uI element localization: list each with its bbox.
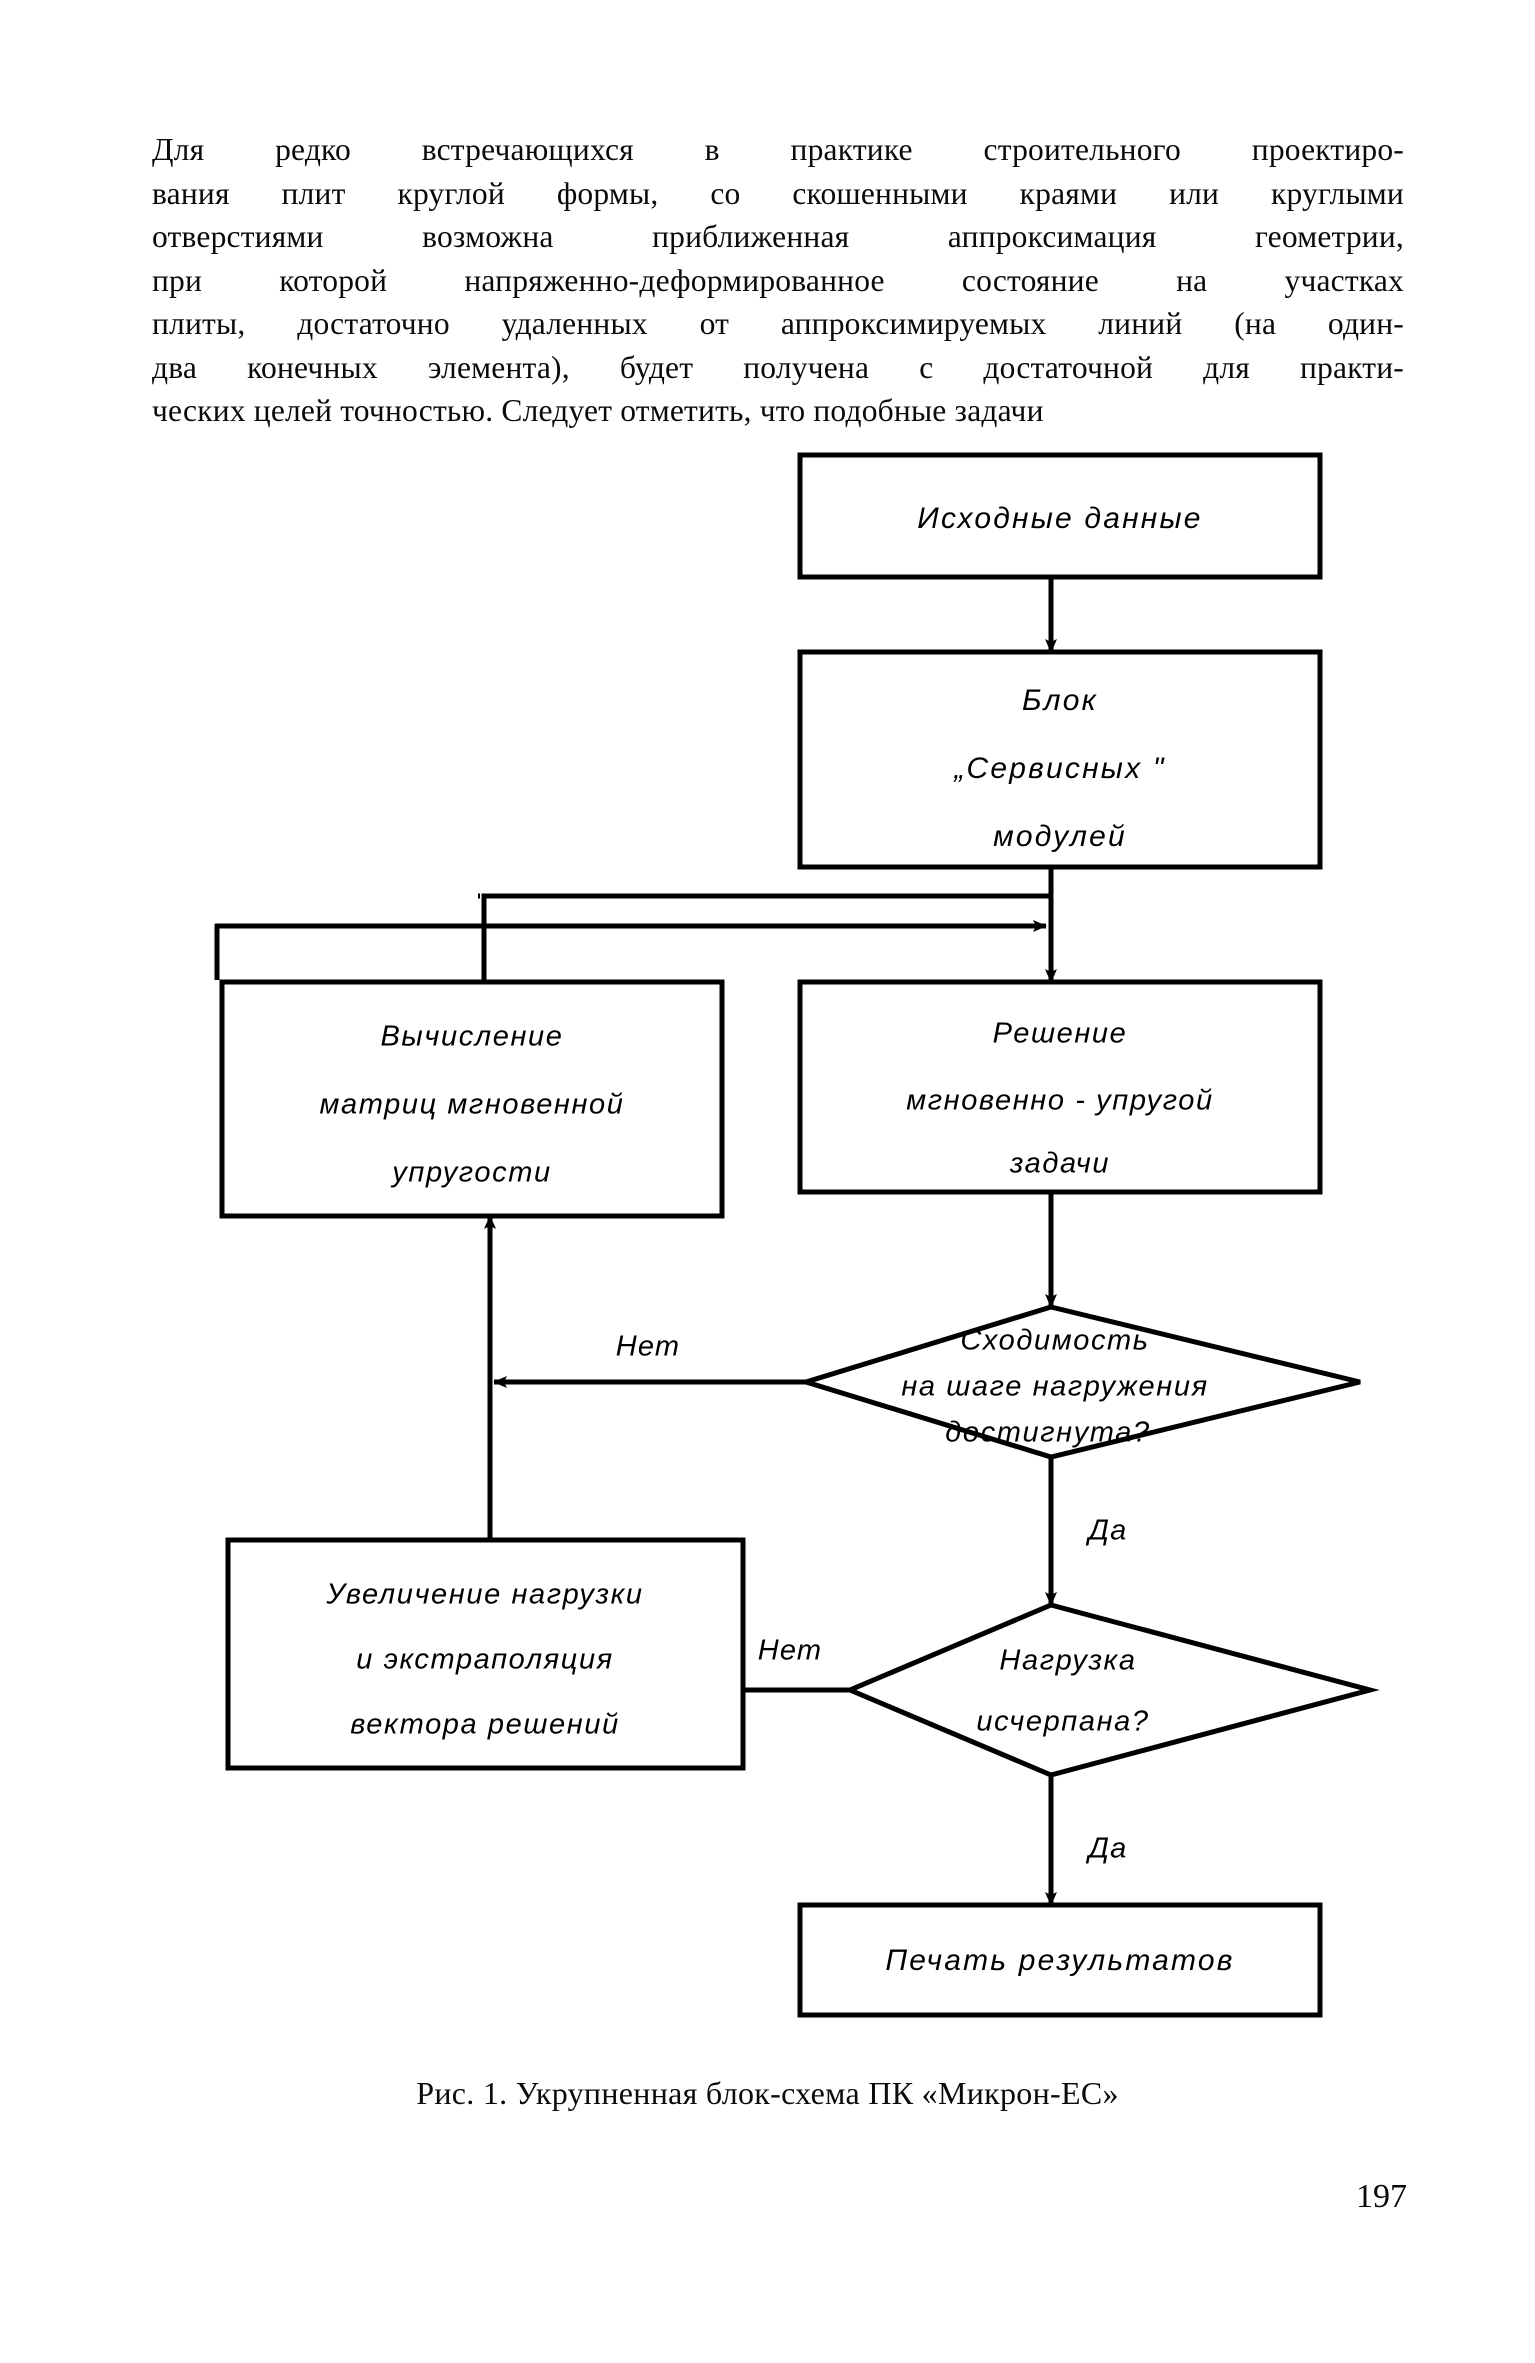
node-elasticity-matrix-box (219, 979, 725, 1219)
node-input-data-box (797, 452, 1323, 580)
body-paragraph: Для редко встречающихся в практике строи… (152, 128, 1404, 433)
paragraph-line: Для редко встречающихся в практике строи… (152, 132, 1404, 167)
node-elasticity-matrix-line2: матриц мгновенной (319, 1089, 624, 1121)
node-elastic-solution-line2: мгновенно - упругой (906, 1085, 1213, 1117)
node-print-results-box (797, 1902, 1323, 2018)
paragraph-line: ческих целей точностью. Следует отметить… (152, 393, 1044, 428)
node-load-exhausted-line1: Нагрузка (999, 1645, 1136, 1677)
page-number: 197 (1356, 2178, 1407, 2215)
node-convergence-check[interactable]: Сходимость на шаге нагружения достигнута… (797, 1304, 1361, 1460)
node-load-exhausted-line2: исчерпана? (976, 1706, 1149, 1738)
edge-label-convergence-no: Нет (616, 1331, 681, 1363)
node-elasticity-matrix[interactable]: Вычисление матриц мгновенной упругости (219, 979, 725, 1219)
edge-label-exhausted-no: Нет (758, 1635, 823, 1667)
node-elastic-solution-line3: задачи (1009, 1148, 1110, 1180)
node-increase-load[interactable]: Увеличение нагрузки и экстраполяция вект… (225, 1537, 746, 1771)
node-elasticity-matrix-line3: упругости (390, 1157, 551, 1189)
node-service-modules-line2: „Сервисных " (952, 752, 1165, 785)
node-load-exhausted-check-diamond (843, 1602, 1380, 1778)
node-print-results-label: Печать результатов (885, 1944, 1234, 1977)
node-convergence-check-line3: достигнута? (945, 1417, 1150, 1449)
node-input-data[interactable]: Исходные данные (797, 452, 1323, 580)
paragraph-line: при которой напряженно-деформированное с… (152, 262, 1404, 298)
paragraph-line: плиты, достаточно удаленных от аппроксим… (152, 306, 1404, 341)
node-elastic-solution-line1: Решение (993, 1018, 1128, 1050)
paragraph-line: два конечных элемента), будет получена с… (152, 349, 1404, 385)
flowchart-figure: Исходные данные Блок „Сервисных " модуле… (0, 430, 1535, 2050)
connector-service-rail-left (481, 893, 1051, 980)
node-increase-load-rect (225, 1537, 746, 1771)
node-increase-load-line2: и экстраполяция (356, 1644, 614, 1676)
node-convergence-check-line2: на шаге нагружения (901, 1371, 1208, 1403)
connector-layer (214, 577, 1057, 1906)
node-elastic-solution-box (797, 979, 1323, 1195)
node-increase-load-line3: вектора решений (350, 1709, 620, 1741)
edge-label-convergence-yes: Да (1086, 1515, 1128, 1547)
edge-label-exhausted-yes: Да (1086, 1833, 1128, 1865)
node-service-modules-line3: модулей (993, 820, 1127, 853)
node-elasticity-matrix-line1: Вычисление (380, 1021, 563, 1053)
node-input-data-label: Исходные данные (917, 502, 1202, 535)
paragraph-line: отверстиями возможна приближенная аппрок… (152, 219, 1404, 254)
node-increase-load-line1: Увеличение нагрузки (325, 1579, 643, 1611)
node-load-exhausted-check[interactable]: Нагрузка исчерпана? (843, 1602, 1380, 1778)
paragraph-line: вания плит круглой формы, со скошенными … (152, 175, 1404, 211)
node-convergence-check-line1: Сходимость (960, 1325, 1149, 1357)
node-print-results[interactable]: Печать результатов (797, 1902, 1323, 2018)
node-service-modules-line1: Блок (1022, 684, 1098, 717)
figure-caption: Рис. 1. Укрупненная блок-схема ПК «Микро… (416, 2075, 1119, 2111)
node-elastic-solution[interactable]: Решение мгновенно - упругой задачи (797, 979, 1323, 1195)
node-service-modules-box (797, 649, 1323, 870)
node-convergence-check-diamond (797, 1304, 1361, 1460)
node-service-modules[interactable]: Блок „Сервисных " модулей (797, 649, 1323, 870)
